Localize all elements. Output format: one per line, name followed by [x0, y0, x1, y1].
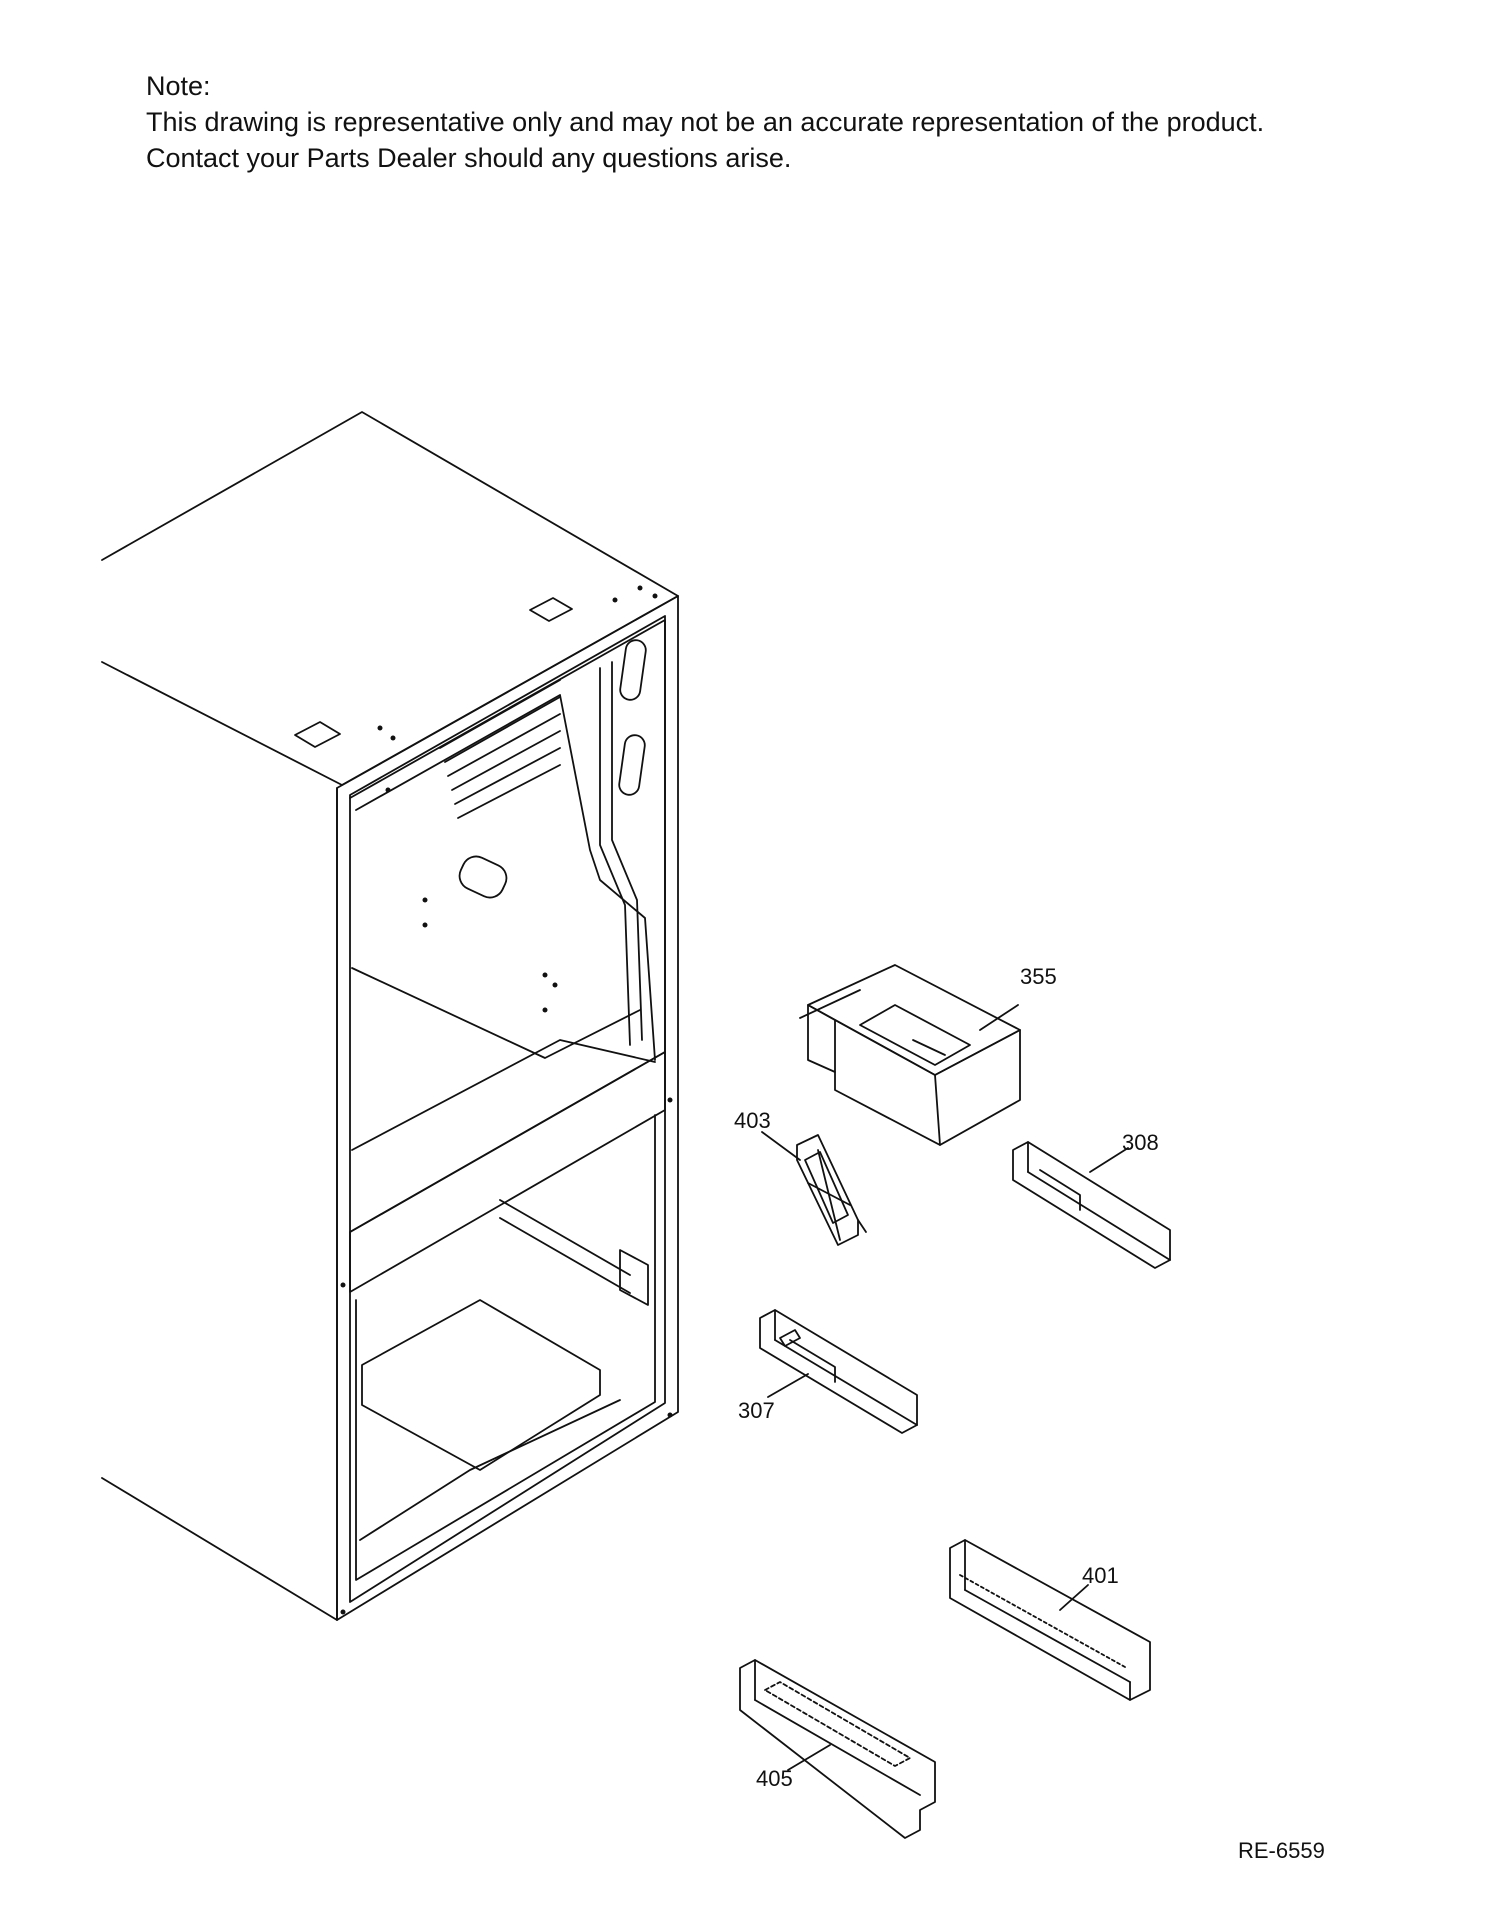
cabinet-top-face — [101, 411, 679, 786]
leader-405 — [787, 1744, 831, 1771]
label-405: 405 — [756, 1766, 793, 1791]
leader-355 — [979, 1004, 1019, 1031]
cabinet-side-bottom-edge — [101, 1477, 338, 1621]
rear-port — [458, 855, 508, 899]
freezer-rail-right — [499, 1217, 631, 1294]
drawing-code: RE-6559 — [1238, 1838, 1325, 1863]
freezer-liner — [355, 1114, 656, 1581]
part-405-cover — [739, 1659, 936, 1839]
part-401-cover — [949, 1539, 1151, 1701]
label-403: 403 — [734, 1108, 771, 1133]
top-slot-left — [294, 721, 341, 748]
note-line-1: This drawing is representative only and … — [146, 107, 1265, 137]
leader-308 — [1089, 1147, 1129, 1173]
part-355-bin — [799, 964, 1021, 1146]
leader-403 — [761, 1131, 801, 1161]
fresh-food-floor — [351, 1039, 656, 1151]
side-wall-groove — [599, 667, 631, 1046]
part-308-rail — [1012, 1141, 1171, 1269]
note-line-2: Contact your Parts Dealer should any que… — [146, 143, 792, 173]
fresh-food-back — [355, 694, 656, 1061]
leader-307 — [767, 1373, 809, 1398]
note-heading: Note: — [146, 71, 211, 101]
freezer-basket-outline — [361, 1299, 601, 1471]
part-403-bracket — [796, 1134, 867, 1246]
part-307-rail — [759, 1309, 918, 1434]
cabinet-top-back-edge — [101, 661, 343, 786]
label-308: 308 — [1122, 1130, 1159, 1155]
side-wall-groove-2 — [611, 661, 643, 1041]
center-mullion — [349, 1051, 666, 1293]
freezer-floor — [359, 1399, 621, 1541]
cabinet-screw-dots — [340, 585, 673, 1615]
label-401: 401 — [1082, 1563, 1119, 1588]
disclaimer-note: Note: This drawing is representative onl… — [146, 68, 1264, 176]
freezer-rail-left — [499, 1199, 631, 1276]
fresh-food-shelf-line — [351, 967, 641, 1059]
fresh-food-liner — [349, 619, 666, 1233]
front-frame-inner — [349, 615, 666, 1603]
label-355: 355 — [1020, 964, 1057, 989]
refrigerator-cabinet — [101, 411, 679, 1621]
leader-401 — [1059, 1584, 1089, 1611]
front-frame-outer — [336, 595, 679, 1621]
label-307: 307 — [738, 1398, 775, 1423]
side-port-lower — [618, 734, 646, 796]
rear-vent-slats — [439, 679, 561, 819]
freezer-rail-bracket — [619, 1249, 649, 1306]
side-port-upper — [619, 639, 647, 701]
top-slot-right — [529, 597, 573, 622]
